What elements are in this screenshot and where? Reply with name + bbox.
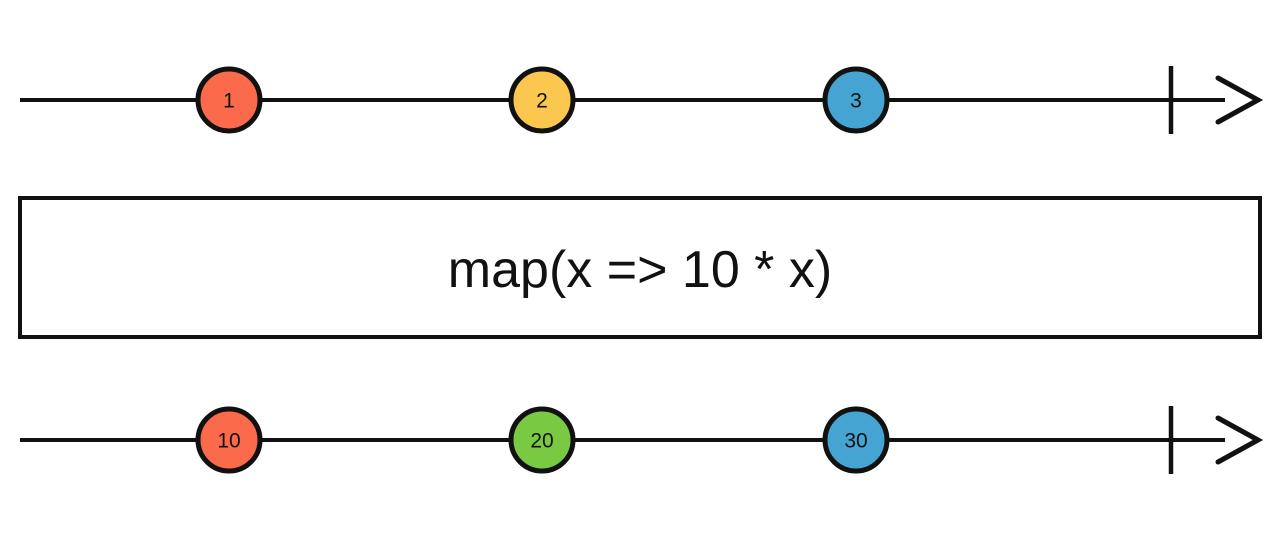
source-timeline: 1 2 3 <box>20 66 1264 134</box>
source-marble-group: 1 2 3 <box>195 66 890 134</box>
marble-source-2-label: 2 <box>536 90 548 113</box>
source-arrowhead-icon <box>1215 75 1264 125</box>
operator-box[interactable]: map(x => 10 * x) <box>18 196 1262 339</box>
result-marble-group: 10 20 30 <box>195 406 890 474</box>
marble-result-10-circle <box>195 406 263 474</box>
operator-box-label: map(x => 10 * x) <box>448 241 832 299</box>
marble-source-1-circle <box>195 66 263 134</box>
marble-result-20[interactable]: 20 <box>508 406 576 474</box>
marble-result-30[interactable]: 30 <box>822 406 890 474</box>
marble-result-20-label: 20 <box>530 430 553 453</box>
marble-result-10-label: 10 <box>217 430 240 453</box>
marble-source-1[interactable]: 1 <box>195 66 263 134</box>
marble-source-3[interactable]: 3 <box>822 66 890 134</box>
marble-source-1-label: 1 <box>223 90 235 113</box>
marble-source-2[interactable]: 2 <box>508 66 576 134</box>
marble-result-20-circle <box>508 406 576 474</box>
marble-source-2-circle <box>508 66 576 134</box>
marble-source-3-circle <box>822 66 890 134</box>
operator-box-rect <box>18 196 1262 339</box>
result-arrowhead-icon <box>1215 415 1264 465</box>
marble-result-30-circle <box>822 406 890 474</box>
marble-result-10[interactable]: 10 <box>195 406 263 474</box>
marble-result-30-label: 30 <box>844 430 867 453</box>
result-timeline: 10 20 30 <box>20 406 1264 474</box>
marble-source-3-label: 3 <box>850 90 862 113</box>
